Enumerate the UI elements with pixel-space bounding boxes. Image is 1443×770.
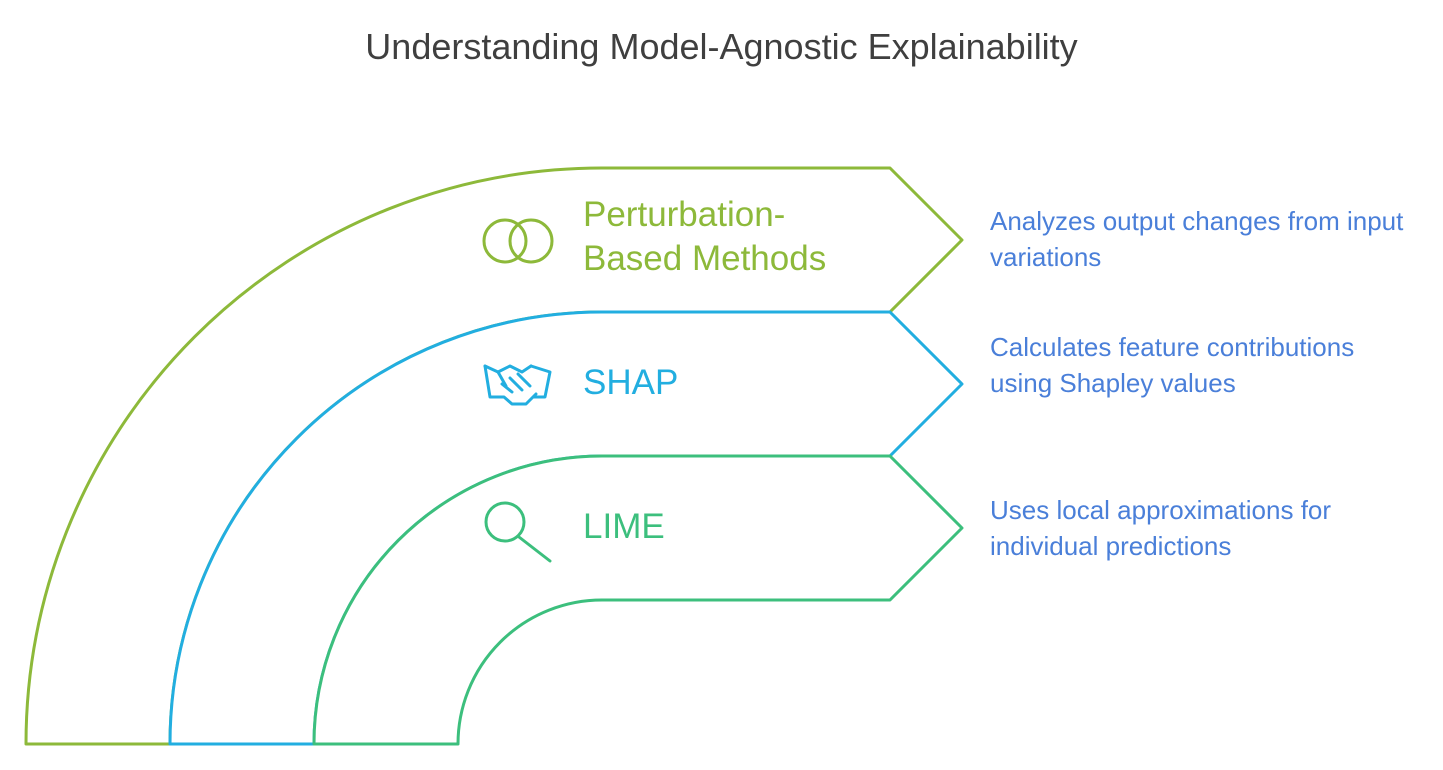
- band-label-perturbation: Perturbation- Based Methods: [583, 193, 826, 281]
- overlapping-circles-icon: [482, 218, 554, 264]
- handshake-icon: [483, 364, 552, 406]
- diagram-title: Understanding Model-Agnostic Explainabil…: [365, 26, 1078, 67]
- description-shap: Calculates feature contributions using S…: [990, 332, 1355, 398]
- description-perturbation: Analyzes output changes from input varia…: [990, 206, 1404, 272]
- band-label-lime: LIME: [583, 507, 665, 546]
- band-label-shap: SHAP: [583, 363, 679, 402]
- description-lime: Uses local approximations for individual…: [990, 495, 1332, 561]
- band-lime-shape: [312, 454, 964, 746]
- magnifying-glass-icon: [484, 501, 552, 563]
- band-label-perturbation-line2: Based Methods: [583, 239, 827, 278]
- band-label-perturbation-line1: Perturbation-: [583, 195, 786, 234]
